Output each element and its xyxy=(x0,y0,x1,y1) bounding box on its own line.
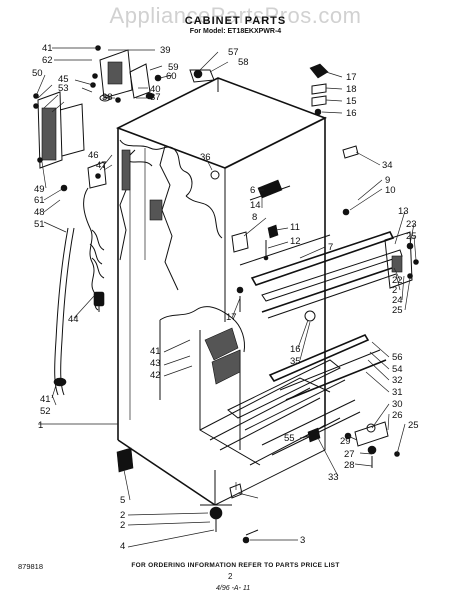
callout-61: 61 xyxy=(34,195,45,206)
callout-34: 34 xyxy=(382,160,393,171)
right-mid-parts xyxy=(210,170,316,322)
callout-28: 28 xyxy=(344,460,355,471)
callout-23: 23 xyxy=(406,219,417,230)
callout-27: 27 xyxy=(344,449,355,460)
lower-right-parts xyxy=(229,421,400,499)
callout-15: 16 xyxy=(290,344,301,355)
callout-59: 59 xyxy=(168,62,179,73)
callout-labels: 41 62 50 45 53 46 47 49 61 48 51 44 41 5… xyxy=(32,43,419,552)
callout-52: 52 xyxy=(40,406,51,417)
callout-43: 43 xyxy=(150,358,161,369)
callout-37: 37 xyxy=(150,92,161,103)
callout-40: 40 xyxy=(150,84,161,95)
callout-41-lower: 41 xyxy=(40,394,51,405)
callout-2-right: 2 xyxy=(392,285,397,296)
callout-56: 57 xyxy=(228,47,239,58)
callout-19: 17 xyxy=(346,72,357,83)
page-number: 2 xyxy=(228,572,233,581)
callout-41: 41 xyxy=(42,43,53,54)
callout-60: 60 xyxy=(166,71,177,82)
callout-54: 54 xyxy=(392,364,403,375)
callout-33: 33 xyxy=(328,472,339,483)
callout-36: 36 xyxy=(200,152,211,163)
callout-18: 16 xyxy=(346,108,357,119)
callout-16: 17 xyxy=(226,312,237,323)
callout-44: 44 xyxy=(68,314,79,325)
callout-53: 53 xyxy=(58,83,69,94)
date-code: 4/96 -A- 11 xyxy=(216,585,251,592)
callout-26: 26 xyxy=(392,410,403,421)
callout-5: 5 xyxy=(120,495,125,506)
callout-2-bottom: 2 xyxy=(120,510,125,521)
leader-lines xyxy=(35,47,417,548)
top-hinge-assembly xyxy=(90,45,215,103)
callout-31: 31 xyxy=(392,387,403,398)
callout-32: 32 xyxy=(392,375,403,386)
callout-13: 13 xyxy=(398,206,409,217)
callout-47: 47 xyxy=(96,160,107,171)
callout-9: 9 xyxy=(385,175,390,186)
callout-22: 22 xyxy=(392,275,403,286)
callout-35: 35 xyxy=(290,356,301,367)
callout-3: 3 xyxy=(300,535,305,546)
callout-55: 55 xyxy=(284,433,295,444)
callout-11: 11 xyxy=(290,222,300,233)
ordering-note: FOR ORDERING INFORMATION REFER TO PARTS … xyxy=(131,562,340,569)
callout-2-bottom-b: 2 xyxy=(120,520,125,531)
callout-29: 29 xyxy=(340,436,351,447)
callout-25-bottom: 25 xyxy=(408,420,419,431)
callout-1: 1 xyxy=(38,420,43,431)
left-vent-panel xyxy=(33,91,107,192)
model-line: For Model: ET18EKXPWR-4 xyxy=(189,28,282,35)
page-title: CABINET PARTS xyxy=(184,15,287,27)
callout-39: 39 xyxy=(160,45,171,56)
callout-25-lower: 25 xyxy=(392,305,403,316)
callout-14: 14 xyxy=(250,200,261,211)
callout-20: 18 xyxy=(346,84,357,95)
callout-58: 58 xyxy=(238,57,249,68)
callout-25: 25 xyxy=(406,231,417,242)
watermark: AppliancePartsPros.com xyxy=(109,3,362,28)
callout-49: 49 xyxy=(34,184,45,195)
callout-51: 51 xyxy=(34,219,45,230)
callout-17: 15 xyxy=(346,96,357,107)
right-bracket-assembly xyxy=(384,231,419,289)
leveling-legs xyxy=(116,447,259,544)
callout-8: 8 xyxy=(252,212,257,223)
callout-12: 12 xyxy=(290,236,301,247)
callout-6: 6 xyxy=(250,185,255,196)
callout-30: 30 xyxy=(392,399,403,410)
right-top-parts xyxy=(309,63,359,216)
callout-57: 56 xyxy=(392,352,403,363)
callout-45: 45 xyxy=(58,74,69,85)
callout-50: 50 xyxy=(32,68,43,79)
power-cord xyxy=(83,187,105,312)
callout-46: 46 xyxy=(88,150,99,161)
cabinet-lower-frame xyxy=(159,306,361,506)
drawing-code: 879818 xyxy=(18,562,44,571)
callout-24: 24 xyxy=(392,295,403,306)
cross-rails xyxy=(239,231,403,401)
callout-10: 10 xyxy=(385,185,396,196)
callout-48: 48 xyxy=(34,207,45,218)
drain-tube xyxy=(53,227,75,396)
callout-41-mid: 41 xyxy=(150,346,161,357)
liner-opening xyxy=(119,139,223,239)
callout-38: 38 xyxy=(102,92,113,103)
callout-62: 62 xyxy=(42,55,53,66)
callout-42: 42 xyxy=(150,370,161,381)
callout-4: 4 xyxy=(120,541,125,552)
callout-7: 7 xyxy=(328,242,333,253)
